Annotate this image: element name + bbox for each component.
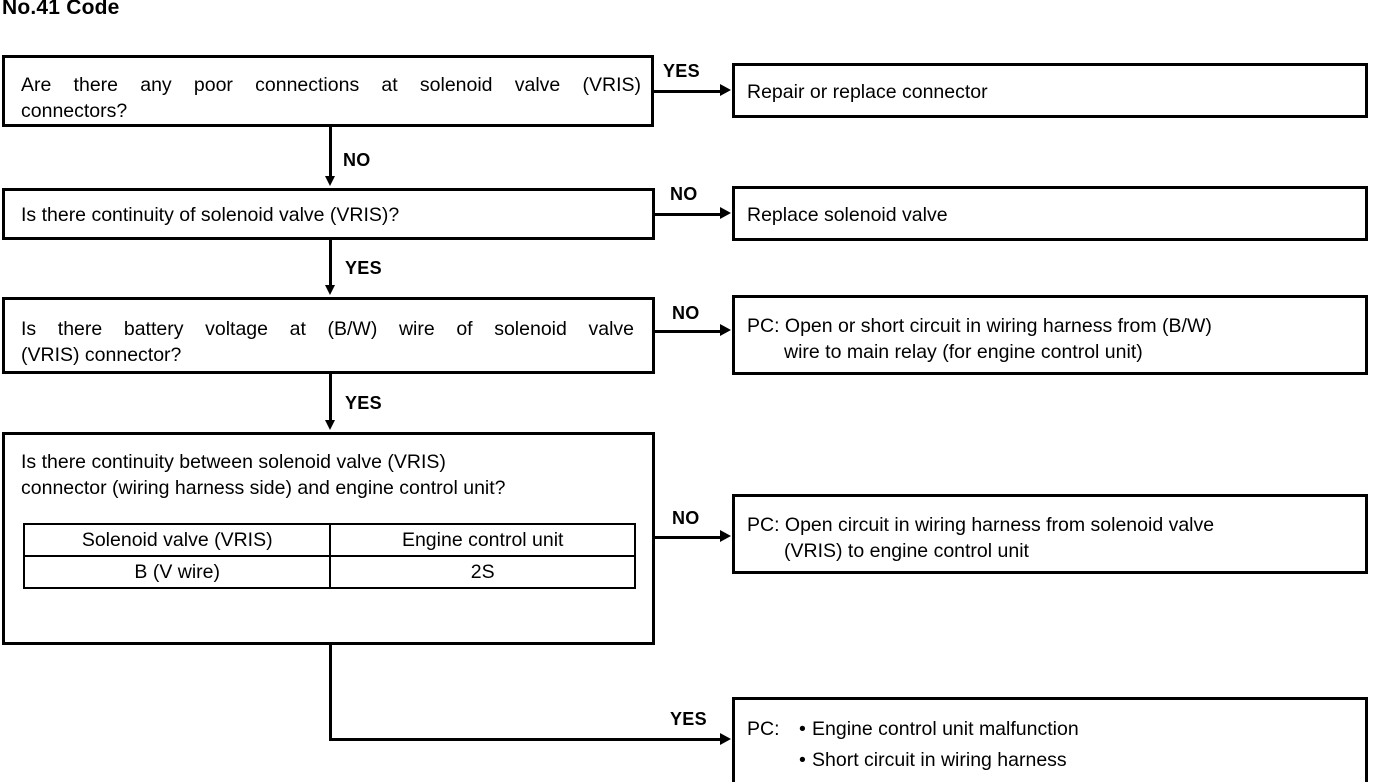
- bullet-icon: •: [799, 718, 806, 740]
- table-row: B (V wire) 2S: [22, 555, 636, 589]
- decision-q1-line-1: Are there any poor connections at soleno…: [21, 74, 641, 96]
- decision-q1-line-2: connectors?: [21, 100, 128, 122]
- arrowhead-q2-yes: [325, 285, 335, 295]
- table-cell-ecu-value: 2S: [329, 555, 636, 589]
- action-box-a5: PC: • Engine control unit malfunction • Sh…: [732, 697, 1368, 782]
- page-title: No.41 Code: [2, 0, 120, 19]
- arrowhead-q4-no: [720, 530, 731, 542]
- decision-box-q2: Is there continuity of solenoid valve (V…: [2, 188, 655, 240]
- action-a5-bullet-1: Engine control unit malfunction: [812, 718, 1079, 740]
- decision-box-q4: Is there continuity between solenoid val…: [2, 432, 655, 645]
- connector-q4-yes-horizontal: [329, 738, 722, 741]
- arrowhead-q3-yes: [325, 420, 335, 430]
- continuity-table: Solenoid valve (VRIS) Engine control uni…: [22, 523, 636, 589]
- arrowhead-q3-no: [720, 324, 731, 336]
- action-a3-text: PC: Open or short circuit in wiring harn…: [747, 313, 1347, 365]
- action-a4-line-2: (VRIS) to engine control unit: [784, 540, 1029, 562]
- action-a1-text: Repair or replace connector: [747, 79, 988, 105]
- connector-q3-yes: [329, 374, 332, 422]
- branch-label-q4-no: NO: [672, 508, 700, 528]
- branch-label-q3-yes: YES: [345, 393, 382, 413]
- branch-label-q3-no: NO: [672, 303, 700, 323]
- branch-label-q2-yes: YES: [345, 258, 382, 278]
- decision-q1-text: Are there any poor connections at soleno…: [21, 72, 641, 124]
- action-a4-text: PC: Open circuit in wiring harness from …: [747, 512, 1347, 564]
- action-a3-line-2: wire to main relay (for engine control u…: [784, 341, 1143, 363]
- branch-label-q4-yes: YES: [670, 709, 707, 729]
- action-a5-bullet-list: • Engine control unit malfunction • Short …: [799, 714, 1079, 776]
- arrowhead-q2-no: [720, 207, 731, 219]
- decision-q2-line-1: Is there continuity of solenoid valve (V…: [21, 204, 400, 226]
- action-a2-text: Replace solenoid valve: [747, 202, 948, 228]
- connector-q2-yes: [329, 240, 332, 288]
- action-a2-line-1: Replace solenoid valve: [747, 204, 948, 226]
- connector-q1-no: [329, 127, 332, 177]
- branch-label-q1-no: NO: [343, 150, 371, 170]
- arrowhead-q1-yes: [720, 84, 731, 96]
- table-header-cell-ecu: Engine control unit: [329, 523, 636, 557]
- action-a3-line-1: PC: Open or short circuit in wiring harn…: [747, 315, 1212, 337]
- action-box-a3: PC: Open or short circuit in wiring harn…: [732, 295, 1368, 375]
- action-a5-bullet-2: Short circuit in wiring harness: [812, 749, 1067, 771]
- action-a1-line-1: Repair or replace connector: [747, 81, 988, 103]
- decision-box-q1: Are there any poor connections at soleno…: [2, 55, 654, 127]
- action-box-a2: Replace solenoid valve: [732, 186, 1368, 241]
- decision-q2-text: Is there continuity of solenoid valve (V…: [21, 202, 399, 228]
- decision-q4-line-2: connector (wiring harness side) and engi…: [21, 477, 506, 499]
- connector-q2-no: [655, 213, 722, 216]
- decision-box-q3: Is there battery voltage at (B/W) wire o…: [2, 297, 655, 374]
- decision-q3-text: Is there battery voltage at (B/W) wire o…: [21, 316, 634, 368]
- action-box-a4: PC: Open circuit in wiring harness from …: [732, 494, 1368, 574]
- connector-q1-yes: [654, 90, 722, 93]
- connector-q3-no: [655, 330, 722, 333]
- decision-q3-line-2: (VRIS) connector?: [21, 344, 182, 366]
- arrowhead-q4-yes: [720, 733, 731, 745]
- table-header-cell-solenoid: Solenoid valve (VRIS): [22, 523, 332, 557]
- list-item: • Engine control unit malfunction: [799, 714, 1079, 745]
- action-a5-pc-label: PC:: [747, 718, 780, 740]
- decision-q3-line-1: Is there battery voltage at (B/W) wire o…: [21, 318, 634, 340]
- connector-q4-no: [655, 536, 722, 539]
- action-a4-line-1: PC: Open circuit in wiring harness from …: [747, 514, 1215, 536]
- table-cell-solenoid-value: B (V wire): [22, 555, 332, 589]
- branch-label-q2-no: NO: [670, 184, 698, 204]
- decision-q4-line-1: Is there continuity between solenoid val…: [21, 451, 446, 473]
- decision-q4-text: Is there continuity between solenoid val…: [21, 449, 643, 501]
- arrowhead-q1-no: [325, 176, 335, 186]
- action-box-a1: Repair or replace connector: [732, 63, 1368, 118]
- table-header-row: Solenoid valve (VRIS) Engine control uni…: [22, 523, 636, 557]
- branch-label-q1-yes: YES: [663, 61, 700, 81]
- connector-q4-yes-vertical: [329, 645, 332, 741]
- bullet-icon: •: [799, 749, 806, 771]
- list-item: • Short circuit in wiring harness: [799, 745, 1079, 776]
